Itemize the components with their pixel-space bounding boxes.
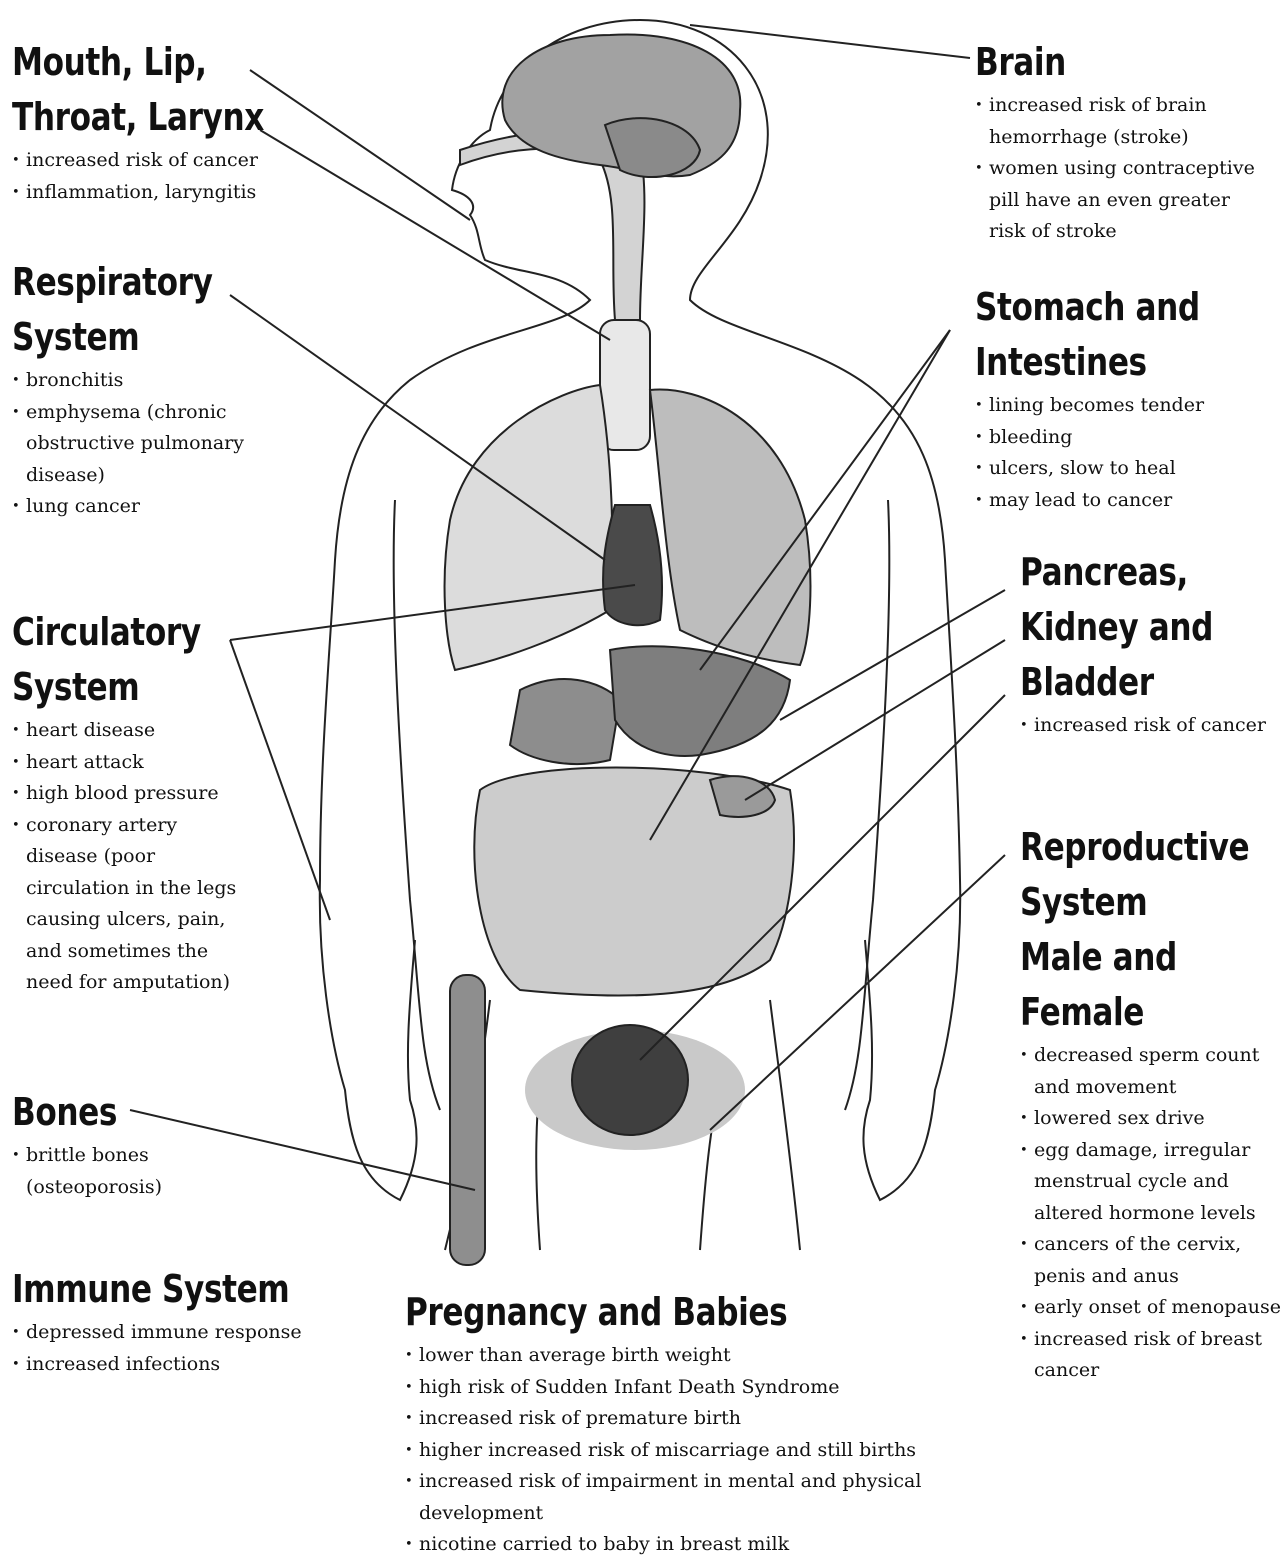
list-item: bleeding [975, 422, 1265, 454]
heart [603, 505, 662, 625]
liver [510, 679, 620, 764]
list-item: cancers of the cervix, penis and anus [1020, 1229, 1282, 1292]
leader-mouth-2 [260, 130, 610, 340]
list-item: brittle bones (osteoporosis) [12, 1140, 212, 1203]
right-arm-inner [845, 500, 889, 1110]
section-reproductive: Reproductive System Male and Female decr… [1020, 820, 1282, 1387]
list-item: increased infections [12, 1349, 342, 1381]
list-item: high blood pressure [12, 778, 247, 810]
list-item: increased risk of cancer [1020, 710, 1282, 742]
mouth-title: Mouth, Lip, Throat, Larynx [12, 35, 258, 145]
section-pregnancy: Pregnancy and Babies lower than average … [405, 1285, 965, 1561]
stomach [610, 646, 790, 756]
list-item: decreased sperm count and movement [1020, 1040, 1282, 1103]
stomach-title: Stomach and Intestines [975, 280, 1213, 390]
respiratory-title: Respiratory System [12, 255, 205, 365]
brain-title: Brain [975, 35, 1213, 90]
list-item: depressed immune response [12, 1317, 342, 1349]
section-brain: Brain increased risk of brain hemorrhage… [975, 35, 1265, 248]
section-respiratory: Respiratory System bronchitis emphysema … [12, 255, 247, 523]
list-item: increased risk of brain hemorrhage (stro… [975, 90, 1265, 153]
list-item: inflammation, laryngitis [12, 177, 312, 209]
section-bones: Bones brittle bones (osteoporosis) [12, 1085, 212, 1203]
right-lung [650, 390, 810, 665]
list-item: increased risk of premature birth [405, 1403, 965, 1435]
list-item: lining becomes tender [975, 390, 1265, 422]
list-item: may lead to cancer [975, 485, 1265, 517]
list-item: increased risk of cancer [12, 145, 312, 177]
list-item: coronary artery disease (poor circulatio… [12, 810, 247, 999]
list-item: high risk of Sudden Infant Death Syndrom… [405, 1372, 965, 1404]
list-item: emphysema (chronic obstructive pulmonary… [12, 397, 247, 492]
left-arm-inner [394, 500, 440, 1110]
list-item: egg damage, irregular menstrual cycle an… [1020, 1135, 1282, 1230]
list-item: ulcers, slow to heal [975, 453, 1265, 485]
section-circulatory: Circulatory System heart disease heart a… [12, 605, 247, 999]
immune-title: Immune System [12, 1262, 283, 1317]
bladder [572, 1025, 688, 1135]
list-item: lowered sex drive [1020, 1103, 1282, 1135]
list-item: lung cancer [12, 491, 247, 523]
list-item: heart disease [12, 715, 247, 747]
list-item: women using contraceptive pill have an e… [975, 153, 1265, 248]
femur [450, 975, 485, 1265]
list-item: increased risk of impairment in mental a… [405, 1466, 965, 1529]
section-mouth: Mouth, Lip, Throat, Larynx increased ris… [12, 35, 312, 208]
list-item: higher increased risk of miscarriage and… [405, 1435, 965, 1467]
bones-title: Bones [12, 1085, 176, 1140]
pregnancy-title: Pregnancy and Babies [405, 1285, 864, 1340]
leader-pancreas [780, 590, 1005, 720]
list-item: increased risk of breast cancer [1020, 1324, 1282, 1387]
reproductive-title: Reproductive System Male and Female [1020, 820, 1235, 1040]
list-item: lower than average birth weight [405, 1340, 965, 1372]
list-item: early onset of menopause [1020, 1292, 1282, 1324]
list-item: nicotine carried to baby in breast milk [405, 1529, 965, 1561]
list-item: bronchitis [12, 365, 247, 397]
circulatory-title: Circulatory System [12, 605, 205, 715]
list-item: heart attack [12, 747, 247, 779]
section-immune: Immune System depressed immune response … [12, 1262, 342, 1380]
pancreas-title: Pancreas, Kidney and Bladder [1020, 545, 1235, 710]
left-lung [445, 385, 613, 670]
section-stomach: Stomach and Intestines lining becomes te… [975, 280, 1265, 516]
section-pancreas: Pancreas, Kidney and Bladder increased r… [1020, 545, 1282, 742]
